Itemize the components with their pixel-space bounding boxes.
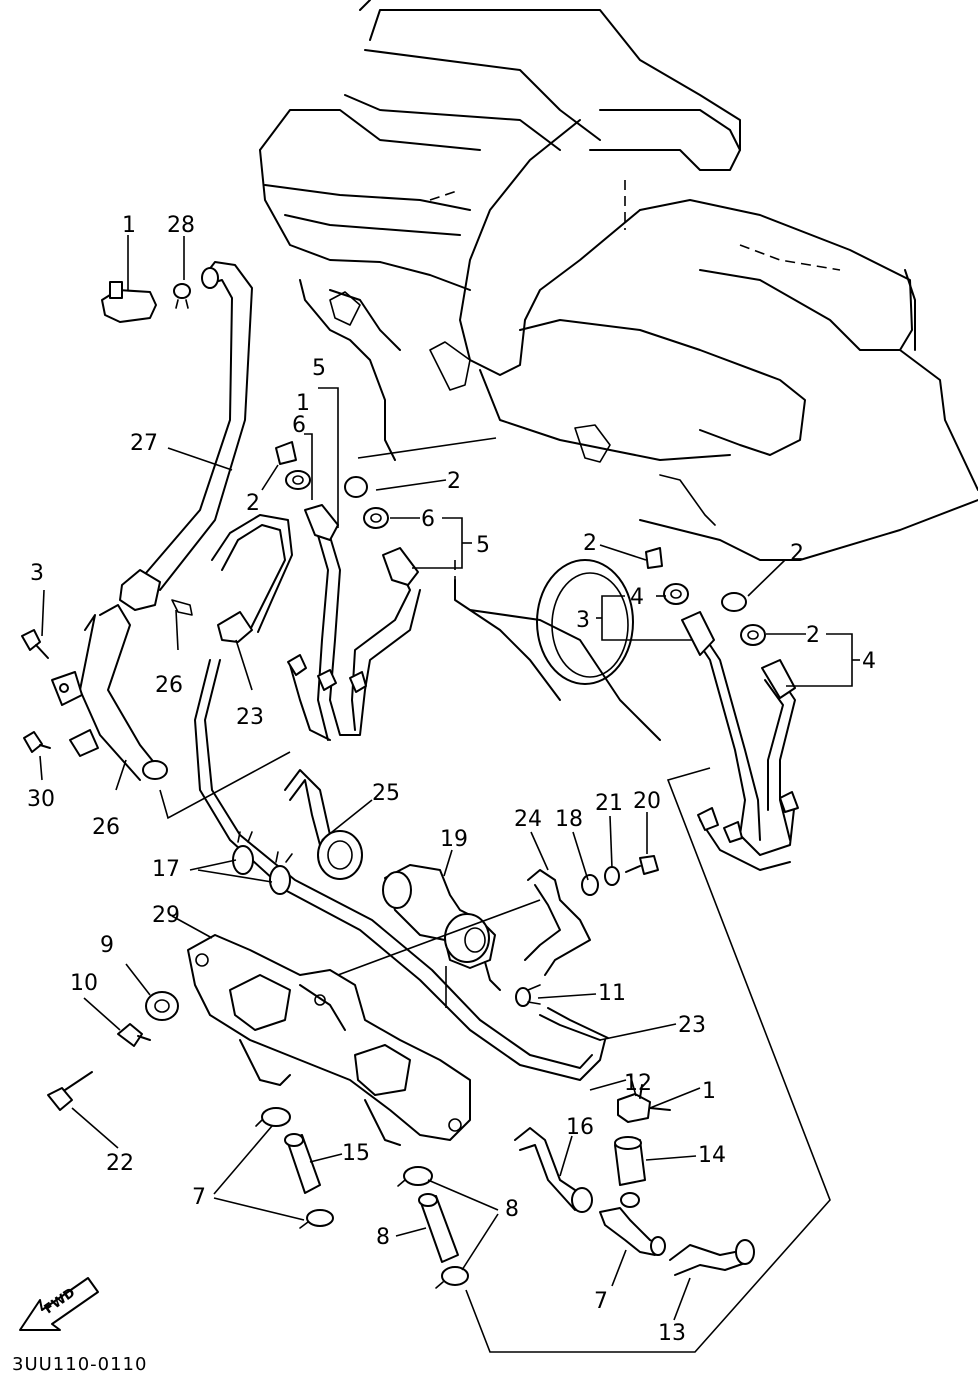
- clip-23-top: [171, 599, 193, 616]
- forward-arrow-icon: FWD: [19, 1277, 99, 1331]
- clamp-4-right-top: [663, 583, 689, 605]
- label-9-plate: 29: [152, 903, 180, 928]
- label-5-pipe: 5: [312, 356, 326, 381]
- hose-15: [614, 1136, 646, 1186]
- hose-24: [284, 769, 363, 880]
- drawing-code: 3UU110-0110: [12, 1354, 147, 1375]
- label-21-washer: 18: [555, 807, 583, 832]
- label-5-pipe: 5: [476, 533, 490, 558]
- label-8-clamp: 7: [192, 1185, 206, 1210]
- left-pipe-assembly: [287, 504, 421, 741]
- clamp-6-left-top: [285, 470, 311, 490]
- bolt-12: [47, 1071, 93, 1111]
- label-13-joint: 7: [594, 1289, 608, 1314]
- t-joint-13: [599, 1192, 666, 1256]
- label-7-hose: 8: [376, 1225, 390, 1250]
- label-3-pipe: 4: [862, 649, 876, 674]
- label-23-clip: 26: [155, 673, 183, 698]
- label-24-hose: 25: [372, 781, 400, 806]
- part-number-labels: 1 28 27 5 1 6 2 2 6 5 2 2 4 3 2 4 3 26 2…: [27, 213, 876, 1346]
- washer-20: [604, 866, 620, 886]
- pipe-25: [51, 604, 168, 781]
- pipe-30: [211, 514, 293, 643]
- label-29-clamp: 17: [152, 857, 180, 882]
- bolt-26-top: [21, 629, 49, 659]
- label-23-clip: 11: [598, 981, 626, 1006]
- label-18-bracket: 24: [514, 807, 542, 832]
- cap-2-left-top: [275, 441, 297, 465]
- label-10-grommet: 9: [100, 933, 114, 958]
- label-2-cap: 2: [246, 491, 260, 516]
- right-pipe-assembly: [681, 611, 799, 871]
- grommet-10: [145, 991, 179, 1021]
- label-22-hose: 23: [678, 1013, 706, 1038]
- label-27-hose: 27: [130, 431, 158, 456]
- label-25-pipe: 26: [92, 815, 120, 840]
- washer-21: [581, 874, 599, 896]
- label-14-hose: 13: [658, 1321, 686, 1346]
- label-7-hose: 15: [342, 1141, 370, 1166]
- air-cut-valve-17: [382, 864, 501, 991]
- hose-14-left: [514, 1127, 593, 1213]
- clamp-8-c: [397, 1166, 433, 1187]
- bolt-19: [625, 855, 659, 875]
- label-4-clamp: 4: [630, 585, 644, 610]
- label-2-cap: 2: [447, 469, 461, 494]
- cap-2-center: [344, 476, 368, 498]
- label-11-screw: 10: [70, 971, 98, 996]
- label-1-union: 1: [122, 213, 136, 238]
- label-19-bolt: 20: [633, 789, 661, 814]
- cap-2-right-top: [645, 547, 663, 569]
- label-3-pipe: 3: [576, 608, 590, 633]
- clamp-8-d: [435, 1266, 469, 1289]
- label-30-pipe: 23: [236, 705, 264, 730]
- label-16-union: 1: [702, 1079, 716, 1104]
- label-2-cap: 2: [583, 531, 597, 556]
- bolt-26-bottom: [23, 731, 51, 753]
- label-26-bolt: 30: [27, 787, 55, 812]
- hose-7-left: [284, 1133, 321, 1194]
- label-15-hose: 14: [698, 1143, 726, 1168]
- hose-7-right: [418, 1193, 459, 1263]
- screw-11: [117, 1023, 151, 1047]
- label-6-clamp: 6: [421, 507, 435, 532]
- clamp-29-b: [269, 851, 293, 895]
- reed-valve-plate-9: [187, 934, 471, 1146]
- clip-23-bottom: [515, 984, 541, 1007]
- airbox-housing: [259, 0, 978, 741]
- label-17-valve: 19: [440, 827, 468, 852]
- union-fitting-1: [101, 281, 157, 323]
- clamp-8-b: [299, 1209, 334, 1229]
- clamp-6-center: [363, 507, 389, 529]
- label-14-hose: 16: [566, 1115, 594, 1140]
- clamp-29-a: [232, 831, 254, 875]
- cap-2-right: [721, 592, 747, 612]
- label-12-bolt: 22: [106, 1151, 134, 1176]
- label-4-clamp: 2: [806, 623, 820, 648]
- hose-14-right: [669, 1239, 755, 1276]
- hose-27: [119, 261, 253, 611]
- clamp-8-a: [255, 1107, 291, 1127]
- label-8-clamp: 8: [505, 1197, 519, 1222]
- label-1-pipe: 1: [296, 391, 310, 416]
- leader-lines: [39, 235, 860, 1353]
- label-6-clamp: 6: [292, 413, 306, 438]
- clamp-4-right: [740, 624, 766, 646]
- hose-clamp-28: [173, 283, 191, 309]
- label-2-cap: 2: [790, 541, 804, 566]
- label-26-bolt: 3: [30, 561, 44, 586]
- intake-port-ring: [536, 559, 634, 685]
- label-20-washer: 21: [595, 791, 623, 816]
- label-1-union: 12: [624, 1071, 652, 1096]
- bracket-18: [524, 869, 591, 976]
- label-28-clamp: 28: [167, 213, 195, 238]
